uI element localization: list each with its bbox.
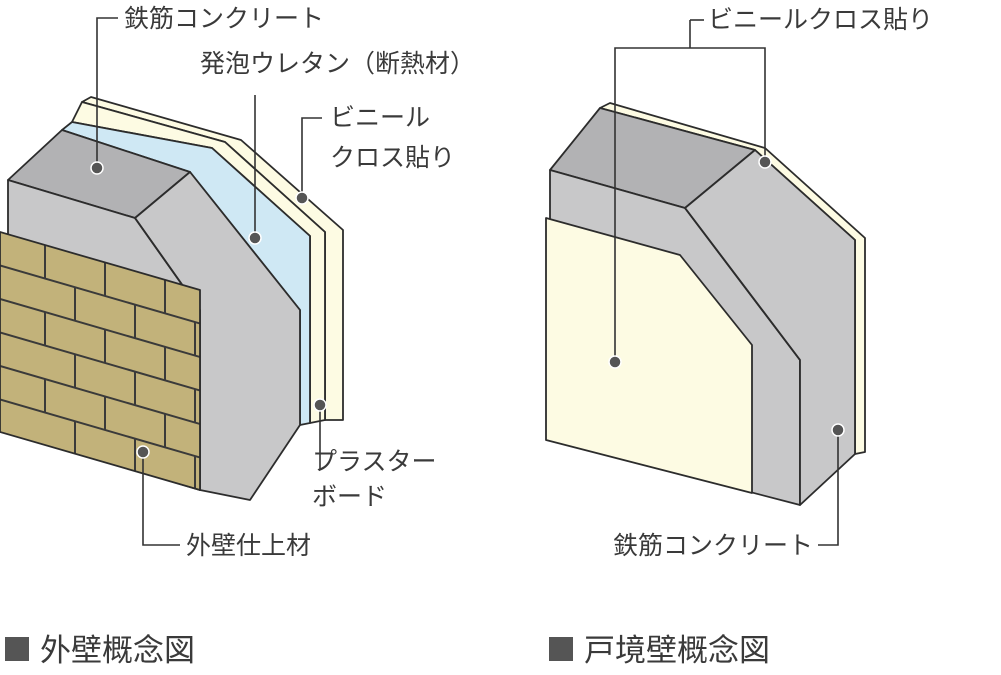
partition-vinyl-label: ビニールクロス貼り bbox=[708, 5, 933, 34]
partition-concrete-label: 鉄筋コンクリート bbox=[613, 531, 813, 560]
exterior-finish-label: 外壁仕上材 bbox=[186, 531, 311, 560]
exterior-plaster-label-line2: ボード bbox=[312, 482, 387, 511]
exterior-plaster-label-line1: プラスター bbox=[312, 447, 437, 476]
exterior-foam-label: 発泡ウレタン（断熱材） bbox=[200, 49, 475, 78]
partition-wall-diagram: ビニールクロス貼り 鉄筋コンクリート bbox=[545, 5, 933, 560]
exterior-caption: 外壁概念図 bbox=[40, 633, 195, 669]
exterior-vinyl-label-line1: ビニール bbox=[330, 103, 430, 132]
exterior-caption-square-icon bbox=[5, 637, 29, 661]
partition-front-vinyl-layer bbox=[545, 217, 753, 494]
exterior-wall-diagram: 鉄筋コンクリート 発泡ウレタン（断熱材） ビニール クロス貼り プラスター ボー… bbox=[0, 4, 475, 560]
exterior-concrete-label: 鉄筋コンクリート bbox=[124, 4, 324, 33]
exterior-vinyl-label-line2: クロス貼り bbox=[330, 143, 455, 172]
partition-caption: 戸境壁概念図 bbox=[584, 633, 770, 669]
partition-caption-square-icon bbox=[549, 637, 573, 661]
